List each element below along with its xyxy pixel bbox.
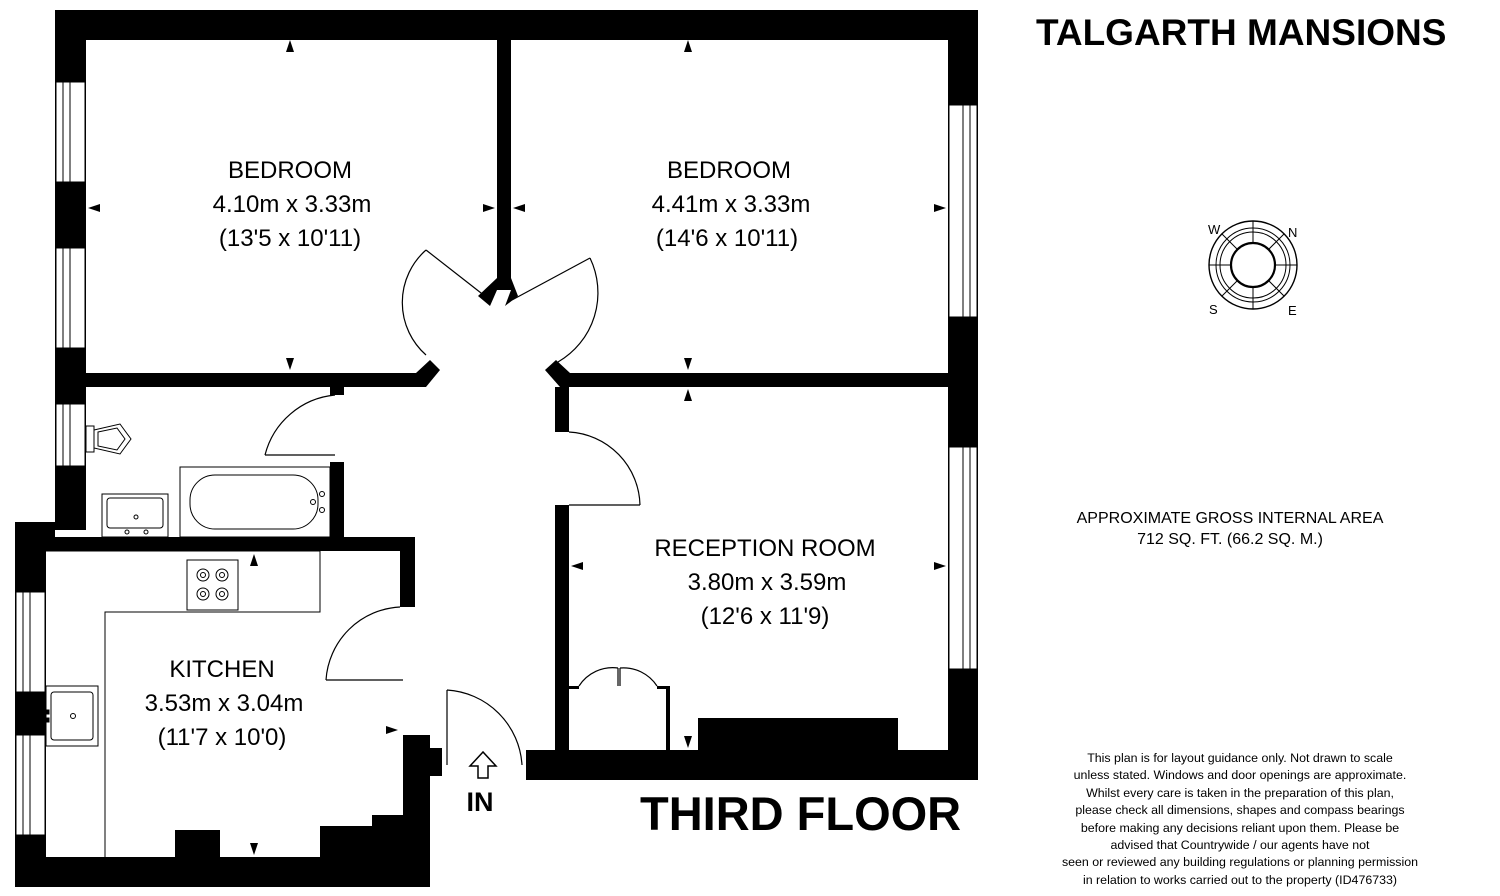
fixtures [43,423,331,857]
room-name-bedroom-2: BEDROOM [667,157,791,184]
room-metric-bedroom-1: 4.10m x 3.33m [213,191,372,218]
room-name-bedroom-1: BEDROOM [228,157,352,184]
room-metric-bedroom-2: 4.41m x 3.33m [652,191,811,218]
compass-n: N [1288,225,1297,240]
property-title: TALGARTH MANSIONS [1036,12,1447,53]
outer-walls [15,10,978,887]
window-lines [22,82,971,835]
room-name-kitchen: KITCHEN [169,656,274,683]
floor-label: THIRD FLOOR [640,787,962,840]
area-value: 712 SQ. FT. (66.2 SQ. M.) [1137,531,1323,548]
compass-w: W [1208,222,1221,237]
compass-s: S [1209,302,1218,317]
room-metric-reception: 3.80m x 3.59m [688,569,847,596]
room-name-reception: RECEPTION ROOM [654,535,875,562]
disclaimer-line: in relation to works carried out to the … [1082,872,1398,887]
room-imperial-reception: (12'6 x 11'9) [701,603,830,630]
disclaimer-line: please check all dimensions, shapes and … [1075,803,1405,818]
disclaimer-line: This plan is for layout guidance only. N… [1087,751,1393,765]
room-imperial-bedroom-2: (14'6 x 10'11) [656,225,798,252]
room-metric-kitchen: 3.53m x 3.04m [145,690,304,717]
room-imperial-bedroom-1: (13'5 x 10'11) [219,225,361,252]
room-imperial-kitchen: (11'7 x 10'0) [158,724,287,751]
interior-walls [15,40,948,857]
disclaimer-line: advised that Countrywide / our agents ha… [1110,838,1370,853]
kitchen-sink-icon [43,685,99,747]
basin-icon [101,493,169,538]
area-summary: APPROXIMATE GROSS INTERNAL AREA 712 SQ. … [1020,508,1440,550]
area-heading: APPROXIMATE GROSS INTERNAL AREA [1076,510,1384,527]
disclaimer-line: Whilst every care is taken in the prepar… [1086,785,1394,800]
entrance-arrow-icon [468,750,498,779]
disclaimer: This plan is for layout guidance only. N… [1030,750,1450,889]
bathtub-icon [179,466,331,538]
disclaimer-line: seen or reviewed any building regulation… [1061,855,1419,870]
entrance-label: IN [467,787,494,817]
room-labels: BEDROOM 4.10m x 3.33m (13'5 x 10'11) BED… [145,157,876,817]
worktop-icon [46,550,321,857]
compass-letters: W N S E [1208,222,1297,318]
compass-icon [1208,220,1298,310]
compass-e: E [1288,303,1297,318]
disclaimer-line: unless stated. Windows and door openings… [1073,768,1407,783]
doors [264,249,658,766]
hob-icon [186,559,239,611]
dimension-arrows [88,40,946,855]
toilet-icon [85,423,132,455]
disclaimer-line: before making any decisions reliant upon… [1080,820,1400,835]
